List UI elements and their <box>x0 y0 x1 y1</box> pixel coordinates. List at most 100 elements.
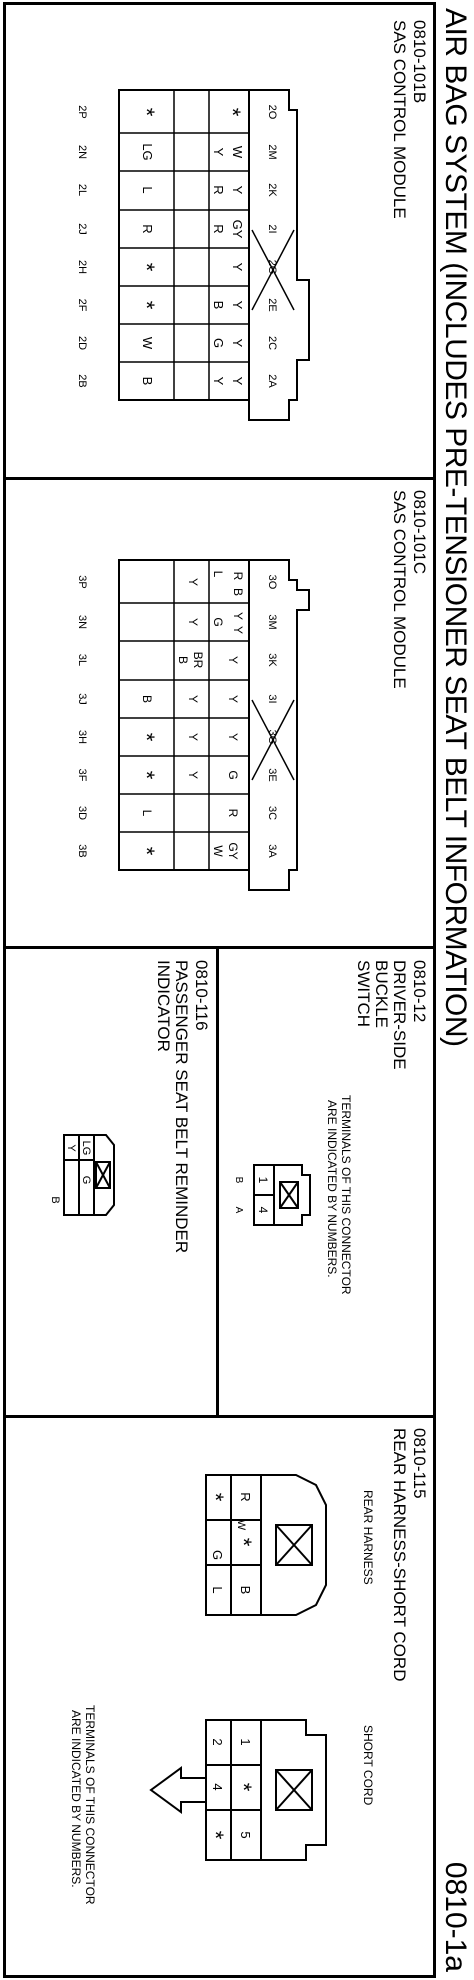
connector-name-line: BUCKLE <box>372 960 391 1029</box>
cell-value: Y <box>230 263 245 272</box>
cell-value: 2 <box>210 1738 225 1745</box>
cell-value: R <box>140 224 155 233</box>
cell-value: G <box>211 617 225 626</box>
cell-value: * <box>134 301 159 310</box>
cell-value: GY <box>230 220 245 239</box>
terminal-id: 3N <box>76 615 88 629</box>
cell-value: B <box>238 1586 253 1595</box>
rear-harness-connector: R * B W G L * <box>203 1474 327 1616</box>
terminal-id: 2H <box>76 260 88 274</box>
cell-value: L <box>140 810 154 817</box>
terminal-id: 3B <box>76 844 88 857</box>
cell-value: Y <box>186 771 200 779</box>
cell-value: B <box>49 1196 61 1203</box>
wire-color: B <box>233 1177 244 1184</box>
cell-value: W <box>211 845 225 857</box>
cell-value: * <box>134 771 159 780</box>
cell-value: G <box>80 1176 92 1185</box>
cell-value: Y <box>231 626 245 634</box>
cell-value: Y <box>186 733 200 741</box>
cell-value: * <box>220 108 245 117</box>
terminal-id: 2B <box>76 374 88 387</box>
cell-value: 1 <box>238 1738 253 1745</box>
terminal-id: 2F <box>76 299 88 312</box>
cell-value: R <box>211 224 226 233</box>
cell-value: R <box>211 185 226 194</box>
cell-value: LG <box>140 143 155 160</box>
page-title: AIR BAG SYSTEM (INCLUDES PRE-TENSIONER S… <box>439 8 472 1047</box>
cell-value: Y <box>230 186 245 195</box>
cell-value: Y <box>186 618 200 626</box>
connector-name-line: PASSENGER SEAT BELT REMINDER <box>172 960 191 1254</box>
cell-value: G <box>226 770 240 779</box>
terminal-id: 3I <box>266 694 278 703</box>
connector-code: 0810-116 <box>192 960 211 1031</box>
cell-value: Y <box>226 656 240 664</box>
terminal-id: 3G <box>266 730 278 745</box>
cell-value: Y <box>186 578 200 586</box>
divider <box>6 1415 436 1418</box>
connector-code: 0810-12 <box>410 960 429 1023</box>
cell-value: B <box>140 377 155 386</box>
connector-name-line: SWITCH <box>354 960 373 1028</box>
connector-code: 0810-101B <box>410 20 429 104</box>
cell-value: R <box>238 1492 253 1501</box>
cell-value: * <box>203 1493 228 1502</box>
divider <box>216 946 219 1415</box>
cell-value: BR <box>191 652 205 669</box>
page-number: 0810-1a <box>439 1861 472 1972</box>
terminal-id: 2K <box>266 183 278 197</box>
cell-value: 1 <box>256 1177 270 1184</box>
terminal-id: 3L <box>76 654 88 666</box>
cell-value: * <box>134 263 159 272</box>
cell-value: B <box>231 588 245 596</box>
cell-value: LG <box>80 1141 92 1156</box>
terminal-note-line: ARE INDICATED BY NUMBERS. <box>325 1100 339 1278</box>
cell-value: 4 <box>256 1207 270 1214</box>
cell-value: L <box>140 186 155 193</box>
cell-value: Y <box>230 339 245 348</box>
terminal-id: 3E <box>266 768 278 781</box>
cell-value: Y <box>226 695 240 703</box>
connector-12-diagram: 1 4 B A <box>233 1164 311 1226</box>
cell-value: Y <box>230 377 245 386</box>
terminal-id: 3A <box>266 844 278 858</box>
connector-code: 0810-101C <box>410 490 429 575</box>
cell-value: B <box>140 695 154 703</box>
connector-name-line: DRIVER-SIDE <box>390 960 409 1070</box>
terminal-id: 3P <box>76 575 88 588</box>
terminal-id: 2E <box>266 298 278 311</box>
cell-value: B <box>176 656 190 664</box>
terminal-id: 3J <box>76 693 88 705</box>
cell-value: 5 <box>238 1831 253 1838</box>
short-cord-label: SHORT CORD <box>361 1725 375 1806</box>
cell-value: L <box>210 1586 225 1593</box>
connector-name: SAS CONTROL MODULE <box>390 20 409 219</box>
terminal-id: 3C <box>266 806 278 820</box>
connector-116-diagram: LG G Y B <box>49 1134 115 1216</box>
cell-value: * <box>231 1783 256 1792</box>
terminal-id: 2J <box>76 223 88 235</box>
divider <box>6 946 436 949</box>
terminal-id: 3O <box>266 575 278 590</box>
terminal-id: 3F <box>76 769 88 782</box>
terminal-note-line: TERMINALS OF THIS CONNECTOR <box>83 1705 97 1905</box>
cell-value: Y <box>226 733 240 741</box>
connector-name-line: INDICATOR <box>154 960 173 1052</box>
cell-value: 4 <box>210 1783 225 1790</box>
terminal-id: 2D <box>76 336 88 350</box>
cell-value: * <box>203 1831 228 1840</box>
terminal-id: 3H <box>76 730 88 744</box>
cell-value: W <box>235 1520 247 1531</box>
cell-value: * <box>134 733 159 742</box>
terminal-id: 2P <box>76 105 88 118</box>
connector-name: SAS CONTROL MODULE <box>390 490 409 689</box>
cell-value: GY <box>226 842 240 859</box>
cell-value: * <box>134 108 159 117</box>
wire-color: A <box>233 1207 244 1214</box>
terminal-id: 2G <box>266 260 278 275</box>
cell-value: * <box>231 1538 256 1547</box>
connector-code: 0810-115 <box>410 1428 429 1499</box>
terminal-note-line: ARE INDICATED BY NUMBERS. <box>69 1710 83 1888</box>
rear-harness-label: REAR HARNESS <box>361 1490 375 1585</box>
